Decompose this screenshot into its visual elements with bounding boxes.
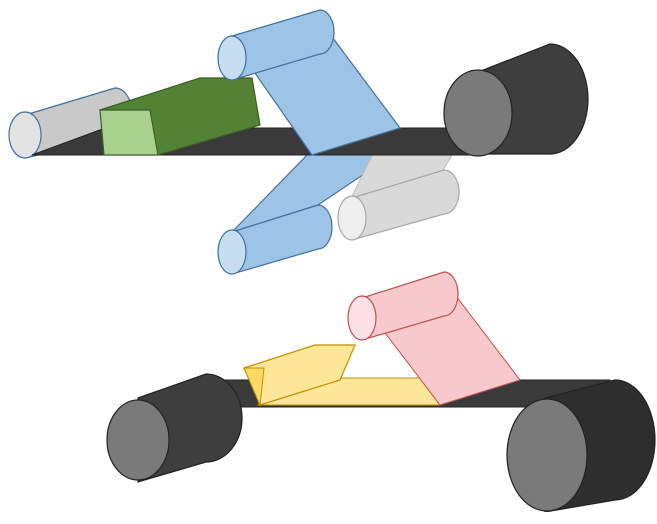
lower-pink-roller: [347, 271, 459, 341]
upper-green-block: [98, 77, 261, 156]
lamination-process-diagram: [8, 9, 656, 512]
lower-assembly: [106, 271, 656, 512]
upper-top-blue-roller: [217, 9, 335, 81]
upper-assembly: [8, 9, 589, 275]
upper-lower-blue-roller: [217, 204, 333, 275]
upper-lower-gray-roller: [337, 169, 460, 241]
lower-yellow-block: [243, 344, 356, 407]
lower-left-drive-roller: [106, 373, 243, 483]
upper-left-gray-roller: [8, 87, 133, 159]
lower-right-drive-roller: [506, 379, 656, 512]
upper-conveyor-belt: [31, 127, 481, 156]
caption-text-fragment: [8, 494, 248, 524]
upper-right-drive-roller: [443, 43, 589, 157]
